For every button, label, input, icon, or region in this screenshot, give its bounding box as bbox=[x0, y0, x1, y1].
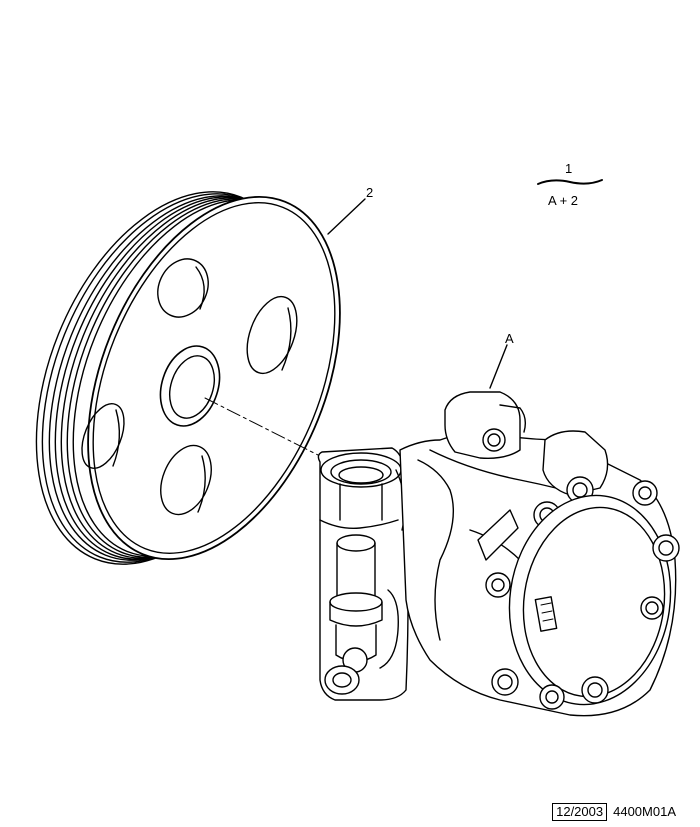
footer-date: 12/2003 bbox=[552, 803, 608, 821]
steering-pump bbox=[317, 391, 680, 717]
leader-line-pump bbox=[489, 344, 508, 389]
legend-tilde bbox=[537, 179, 603, 185]
leader-line-pulley bbox=[327, 198, 366, 235]
axis-line bbox=[204, 397, 319, 456]
footer: 12/2003 4400M01A bbox=[552, 803, 676, 821]
footer-reference: 4400M01A bbox=[613, 804, 676, 819]
callout-pulley-label: 2 bbox=[366, 185, 373, 200]
callout-bottom-label: A + 2 bbox=[548, 193, 578, 208]
pulley bbox=[35, 191, 341, 565]
callout-pump-label: A bbox=[505, 331, 514, 346]
callout-top-label: 1 bbox=[565, 161, 572, 176]
